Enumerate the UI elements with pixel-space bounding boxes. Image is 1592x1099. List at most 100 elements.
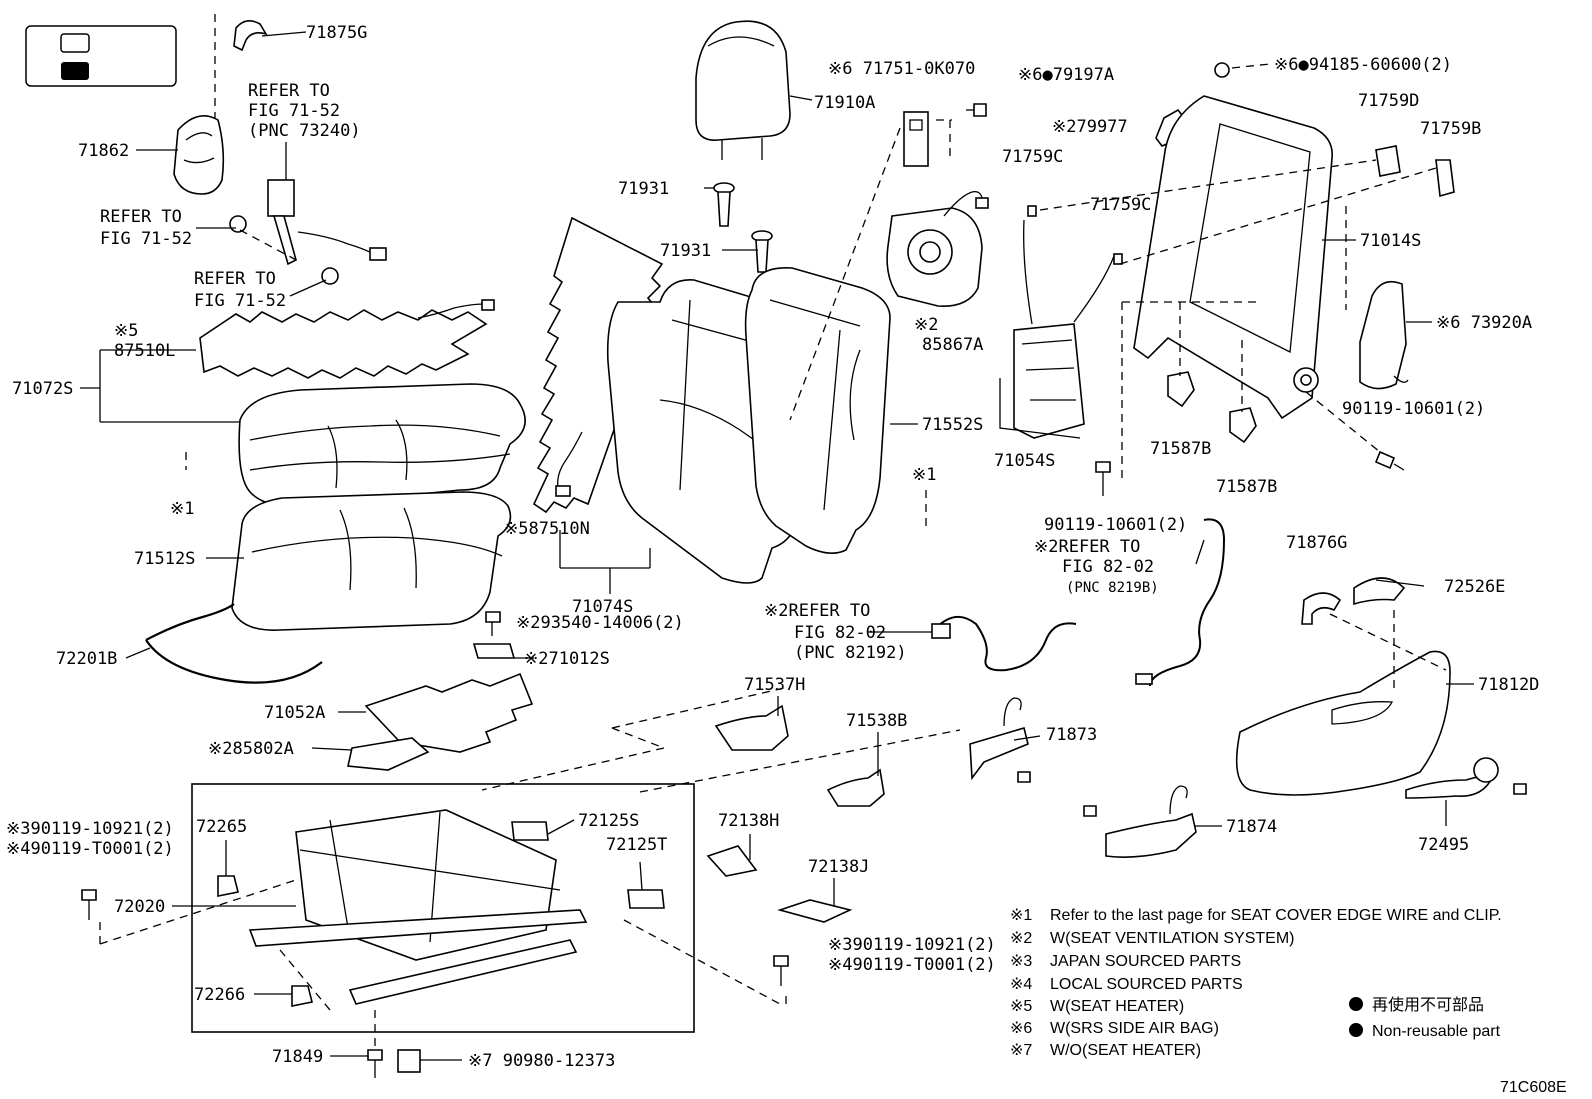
note-mark: ※2 <box>1010 930 1032 947</box>
back-frame-71014s-shape <box>1133 62 1333 420</box>
label-71910a: 71910A <box>814 93 875 113</box>
label-71759c-b: 71759C <box>1090 195 1151 215</box>
note-mark: ※7 <box>1010 1042 1032 1059</box>
track-72020-shape <box>248 809 588 1005</box>
symbol-legend: 再使用不可部品 Non-reusable part <box>1349 996 1501 1040</box>
note-mark: ※6 <box>1010 1020 1032 1037</box>
label-72265: 72265 <box>196 817 247 837</box>
refer-1b: FIG 71-52 <box>248 101 340 121</box>
label-71862: 71862 <box>78 141 129 161</box>
label-90119-a: 90119-10601(2) <box>1044 515 1187 535</box>
heater-mat-87510n-wire <box>557 431 583 489</box>
refer-4a: ※2REFER TO <box>1034 537 1140 557</box>
note-mark: ※1 <box>1010 907 1032 924</box>
cushion-cover-71072s-shape <box>238 383 526 508</box>
cover-72138j-shape <box>777 899 853 923</box>
label-71552s: 71552S <box>922 415 983 435</box>
refer-1a: REFER TO <box>248 81 330 101</box>
label-90119-b: 90119-10601(2) <box>1342 399 1485 419</box>
label-79197a: ※6●79197A <box>1018 65 1114 85</box>
refer-5a: ※2REFER TO <box>764 601 870 621</box>
label-72495: 72495 <box>1418 835 1469 855</box>
note-text: JAPAN SOURCED PARTS <box>1050 953 1241 970</box>
blower-85867a-shape <box>886 190 989 307</box>
bolt-90119-10601-a <box>1095 461 1111 496</box>
bracket-71587b-b-shape <box>1229 407 1257 444</box>
label-71012s: ※271012S <box>524 649 610 669</box>
refer-3a: REFER TO <box>194 269 276 289</box>
bolt-72495 <box>1513 783 1527 795</box>
label-71074s: 71074S <box>572 597 633 617</box>
label-85802a: ※285802A <box>208 739 294 759</box>
mark-1b: ※1 <box>912 465 936 485</box>
label-71587b-a: 71587B <box>1150 439 1211 459</box>
bolt-71873 <box>1017 771 1031 783</box>
refer-2a: REFER TO <box>100 207 182 227</box>
cover-71537h-shape <box>714 704 789 751</box>
refer-2b: FIG 71-52 <box>100 229 192 249</box>
lumbar-71054s-shape <box>999 205 1123 439</box>
label-71876g: 71876G <box>1286 533 1347 553</box>
harness-8219b-shape <box>1149 518 1226 687</box>
legend-en: Non-reusable part <box>1372 1023 1501 1040</box>
label-71587b-b: 71587B <box>1216 477 1277 497</box>
mark-1a: ※1 <box>170 499 194 519</box>
cover-71862-detail <box>183 132 215 164</box>
label-72201b: 72201B <box>56 649 117 669</box>
label-87510n: ※587510N <box>504 519 590 539</box>
label-71054s: 71054S <box>994 451 1055 471</box>
note-mark: ※3 <box>1010 953 1032 970</box>
label-94185: ※6●94185-60600(2) <box>1274 55 1452 75</box>
bracket-72266-shape <box>291 985 313 1007</box>
label-71849: 71849 <box>272 1047 323 1067</box>
label-79977: ※279977 <box>1052 117 1128 137</box>
bracket-71751-shape <box>903 103 987 167</box>
note-text: LOCAL SOURCED PARTS <box>1050 976 1243 993</box>
non-reusable-dot-icon <box>1349 1023 1363 1037</box>
label-71751: ※6 71751-0K070 <box>828 59 975 79</box>
back-pad-71552s-shape <box>744 267 891 554</box>
cover-71873-shape <box>969 726 1029 781</box>
label-71875g: 71875G <box>306 23 367 43</box>
bracket-72125t-shape <box>627 889 665 909</box>
label-72266: 72266 <box>194 985 245 1005</box>
note-mark: ※5 <box>1010 998 1032 1015</box>
bolt-90119-10921-a <box>81 889 97 920</box>
label-71873: 71873 <box>1046 725 1097 745</box>
label-87510l: 87510L <box>114 341 175 361</box>
label-90119-c1: ※390119-10921(2) <box>6 819 174 839</box>
label-93540: ※293540-14006(2) <box>516 613 684 633</box>
cover-72138h-shape <box>706 845 758 877</box>
label-85867a: 85867A <box>922 335 983 355</box>
label-90980: ※7 90980-12373 <box>468 1051 615 1071</box>
label-71931b: 71931 <box>660 241 711 261</box>
figure-code: 71C608E <box>1500 1079 1567 1096</box>
airbag-73920a-shape <box>1359 280 1407 390</box>
footnotes: ※1 Refer to the last page for SEAT COVER… <box>1010 907 1502 1059</box>
shield-71812d-detail <box>1331 701 1394 725</box>
label-71537h: 71537H <box>744 675 805 695</box>
clip-71875g-shape <box>233 20 268 52</box>
label-71014s: 71014S <box>1360 231 1421 251</box>
cover-71862-shape <box>173 114 225 195</box>
bracket-72125s-shape <box>511 821 549 841</box>
heater-mat-87510l-shape <box>199 309 488 379</box>
label-71759b: 71759B <box>1420 119 1481 139</box>
refer-5b: FIG 82-02 <box>794 623 886 643</box>
clip-71759b-shape <box>1435 159 1455 198</box>
note-text: Refer to the last page for SEAT COVER ED… <box>1050 907 1502 924</box>
bolt-90119-10921-b <box>773 955 789 986</box>
label-73920a: ※6 73920A <box>1436 313 1532 333</box>
bolt-93540 <box>485 611 501 623</box>
label-71072s: 71072S <box>12 379 73 399</box>
label-71874: 71874 <box>1226 817 1277 837</box>
label-71512s: 71512S <box>134 549 195 569</box>
note-text: W/O(SEAT HEATER) <box>1050 1042 1201 1059</box>
seatbelt-buckle-shape <box>229 179 387 285</box>
note-text: W(SEAT HEATER) <box>1050 998 1184 1015</box>
bolt-71849 <box>367 1049 383 1078</box>
dash-lines <box>99 63 1447 1048</box>
mark-85867a: ※2 <box>914 315 938 335</box>
legend-jp: 再使用不可部品 <box>1372 996 1484 1014</box>
